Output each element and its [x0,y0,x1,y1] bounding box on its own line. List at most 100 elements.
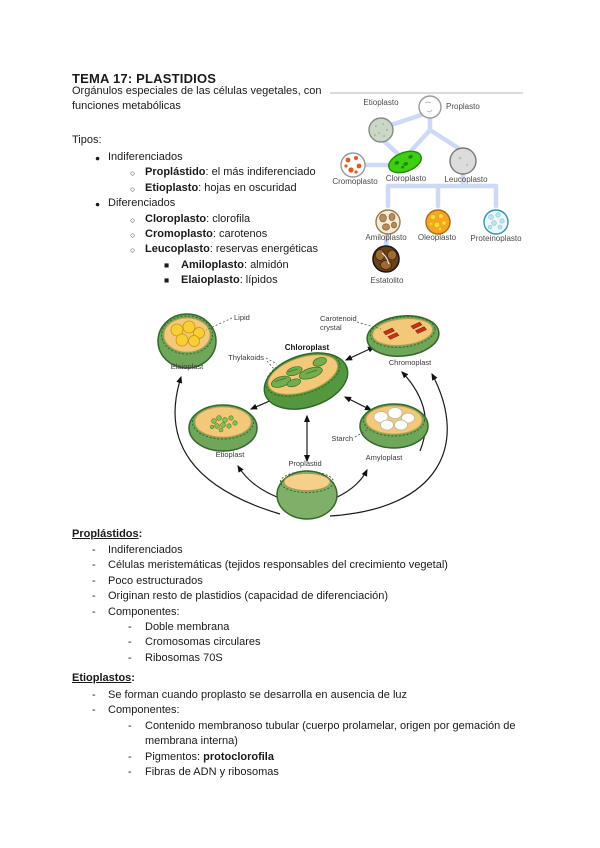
cycle-label-amyloplast: Amyloplast [366,453,404,462]
list-item: -Componentes: [72,703,542,718]
cycle-label-etioplast: Etioplast [216,450,246,459]
plastid-cycle-figure: Elaioplast Lipid Thylakoids Chloroplast … [157,313,448,520]
cycle-label-proplastid: Proplastid [288,459,321,468]
list-item-text: : lípidos [239,274,278,287]
list-item-lead: Amiloplasto [181,258,244,271]
list-item-text: : el más indiferenciado [205,166,316,179]
etioplastos-list: -Se forman cuando proplasto se desarroll… [72,688,542,780]
page-title: TEMA 17: PLASTIDIOS [72,71,217,86]
plastid-tree-figure: Etioplasto Proplasto Cromoplasto Cloropl… [330,92,523,285]
callout-lines [205,317,382,438]
amiloplasto-node [375,209,401,235]
list-item: -Se forman cuando proplasto se desarroll… [72,688,542,703]
tree-label-proteinoplasto: Proteinoplasto [470,234,522,243]
dash-marker: - [92,559,96,572]
list-item: -Poco estructurados [72,574,542,589]
dash-marker: - [128,651,132,664]
list-item-pre: Pigmentos: [145,750,204,763]
list-item: -Indiferenciados [72,543,542,558]
dash-marker: - [92,689,96,701]
cycle-label-lipid: Lipid [234,313,250,322]
bullet-disc: ● [95,153,101,163]
elaioplast-organelle [157,313,217,369]
dash-marker: - [128,621,132,634]
bullet-square: ■ [164,275,170,286]
list-item: -Doble membrana [72,620,542,635]
list-item-text: Ribosomas 70S [145,651,223,664]
tipos-list: ●Indiferenciados ○Proplástido: el más in… [72,150,342,289]
list-item-text: Diferenciados [108,197,176,210]
list-item: -Originan resto de plastidios (capacidad… [72,589,542,604]
list-item: -Cromosomas circulares [72,635,542,650]
oleoplasto-node [425,209,451,235]
dash-marker: - [128,750,132,763]
bullet-square: ■ [164,259,170,270]
tree-label-proplasto: Proplasto [446,102,480,111]
dash-marker: - [128,719,132,732]
list-item-text: Originan resto de plastidios (capacidad … [108,590,389,603]
list-item: -Ribosomas 70S [72,651,542,666]
dash-marker: - [92,605,96,618]
cycle-label-starch: Starch [331,434,353,443]
cycle-label-thylakoids: Thylakoids [228,353,264,362]
intro-paragraph: Orgánulos especiales de las células vege… [72,85,322,113]
cycle-label-carotenoid-2: crystal [320,323,342,332]
list-item-text: Fibras de ADN y ribosomas [145,766,279,779]
tipos-label: Tipos: [72,134,102,146]
proplastidos-list: -Indiferenciados -Células meristemáticas… [72,543,542,666]
list-item-text: Componentes: [108,704,180,717]
list-item: -Componentes: [72,605,542,620]
list-item-text: Contenido membranoso tubular (cuerpo pro… [145,719,516,748]
amyloplast-organelle [359,403,429,449]
estatolito-node [372,245,400,273]
list-item: -Pigmentos: protoclorofila [72,750,542,765]
list-item-bold: protoclorofila [203,750,274,763]
list-item-text: Doble membrana [145,621,230,634]
tree-label-leucoplasto: Leucoplasto [444,175,488,184]
tree-label-oleoplasto: Oleoplasto [418,233,457,242]
list-item-lead: Etioplasto [145,181,199,194]
list-item-text: : carotenos [212,228,268,241]
tree-label-cromoplasto: Cromoplasto [332,177,378,186]
cycle-label-carotenoid-1: Carotenoid [320,314,357,323]
proteinoplasto-node [483,209,509,235]
tree-label-etioplasto: Etioplasto [363,98,399,107]
heading-colon: : [131,672,135,684]
list-item-text: : hojas en oscuridad [198,181,297,194]
list-item: ■ Elaioplasto: lípidos [72,273,342,288]
list-item: ○ Etioplasto: hojas en oscuridad [72,181,342,196]
bullet-circle: ○ [130,230,136,241]
proplasto-node [418,95,442,119]
etioplast-organelle [188,404,258,452]
list-item: ●Diferenciados [72,196,342,211]
tree-label-amiloplasto: Amiloplasto [365,233,407,242]
list-item: ●Indiferenciados [72,150,342,165]
bullet-circle: ○ [130,214,136,225]
list-item-text: Indiferenciados [108,544,183,556]
dash-marker: - [92,574,96,587]
list-item-text: Componentes: [108,605,180,618]
proplastidos-heading: Proplástidos: [72,527,142,542]
dash-marker: - [92,544,96,556]
list-item-text: : almidón [243,258,289,271]
tree-connectors [362,111,499,248]
list-item-text: : reservas energéticas [209,243,319,256]
heading-text: Etioplastos [72,672,132,684]
cycle-label-chromoplast: Chromoplast [389,358,432,367]
list-item-text: : clorofila [206,212,251,225]
list-item: ○ Cloroplasto: clorofila [72,212,342,227]
bullet-circle: ○ [130,183,136,194]
list-item-lead: Cloroplasto [145,212,207,225]
list-item-text: Poco estructurados [108,574,203,587]
list-item-text: Células meristemáticas (tejidos responsa… [108,559,448,572]
list-item: ○Proplástido: el más indiferenciado [72,165,342,180]
cromoplasto-node [340,152,366,178]
cycle-label-elaioplast: Elaioplast [171,362,204,371]
dash-marker: - [92,590,96,603]
list-item-lead: Elaioplasto [181,274,240,287]
list-item: ○Leucoplasto: reservas energéticas [72,242,357,257]
etioplastos-heading: Etioplastos: [72,671,135,686]
list-item-lead: Leucoplasto [145,243,210,256]
cycle-label-chloroplast: Chloroplast [285,343,330,352]
list-item-text: Se forman cuando proplasto se desarrolla… [108,689,408,701]
